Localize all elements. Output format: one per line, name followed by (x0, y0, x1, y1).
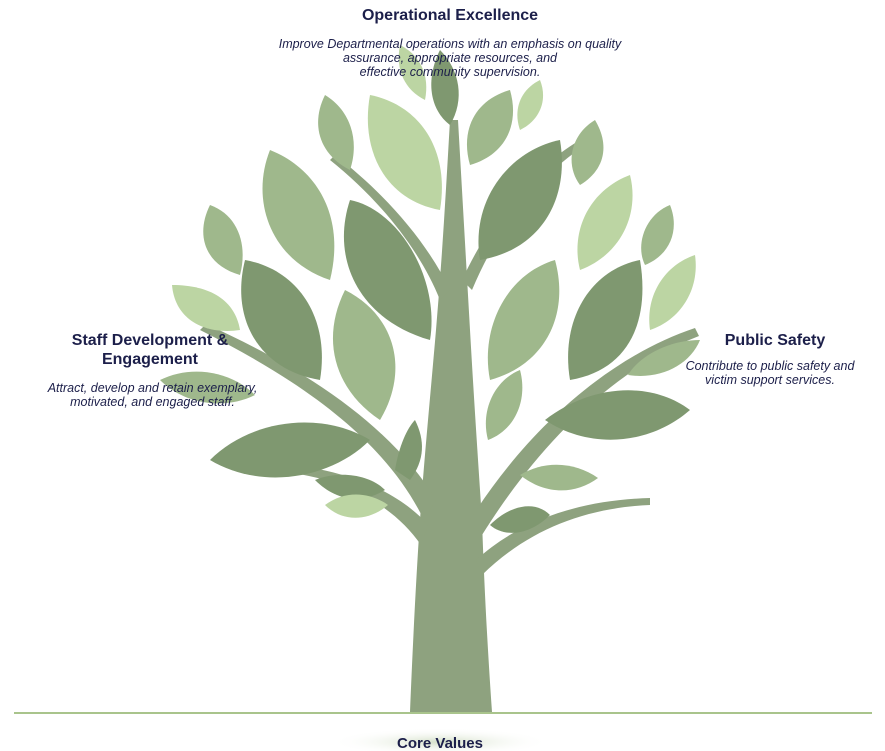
leaf (262, 150, 335, 280)
leaf (325, 494, 388, 518)
leaf (398, 45, 427, 100)
operational-excellence-title: Operational Excellence (361, 7, 539, 24)
leaf (577, 175, 633, 270)
leaves-light (172, 45, 696, 518)
leaf (641, 205, 674, 265)
operational-excellence-description: Improve Departmental operations with an … (200, 37, 700, 79)
leaf (395, 420, 422, 480)
leaf (490, 506, 550, 533)
leaf (520, 464, 598, 491)
leaf (241, 260, 322, 380)
description-line: Improve Departmental operations with an … (278, 37, 622, 51)
branch-right (470, 328, 699, 535)
branch-upper-right (462, 140, 584, 290)
description-line: victim support services. (705, 373, 835, 387)
title-line: Staff Development & (71, 332, 229, 349)
leaf (332, 290, 396, 420)
staff-development-title: Staff Development & Engagement (35, 331, 265, 369)
leaf (160, 371, 255, 404)
branch-right-lower (476, 498, 650, 575)
description-line: assurance, appropriate resources, and (342, 51, 557, 65)
branch-upper-left (330, 155, 450, 300)
leaf (210, 422, 370, 478)
leaf (318, 95, 354, 170)
root-glow (330, 728, 550, 751)
leaf (485, 370, 523, 440)
title-line: Engagement (101, 351, 198, 368)
leaf (487, 260, 560, 380)
core-values-title: Core Values (397, 735, 483, 751)
leaf (315, 474, 385, 499)
description-line: Contribute to public safety and (685, 359, 855, 373)
trunk (410, 120, 492, 712)
leaves-mid (160, 90, 700, 491)
leaf (517, 80, 544, 130)
leaf (628, 340, 700, 376)
leaf (431, 50, 459, 125)
public-safety-description: Contribute to public safety and victim s… (655, 359, 885, 387)
leaf (478, 140, 562, 260)
description-line: motivated, and engaged staff. (70, 395, 235, 409)
leaf (367, 95, 442, 210)
description-line: effective community supervision. (359, 65, 541, 79)
leaves-dark (210, 50, 690, 533)
leaf (343, 200, 432, 340)
leaf (571, 120, 604, 185)
leaf (172, 285, 240, 331)
description-line: Attract, develop and retain exemplary, (47, 381, 258, 395)
leaf (649, 255, 696, 330)
leaf (466, 90, 514, 165)
leaf (545, 390, 690, 440)
staff-development-description: Attract, develop and retain exemplary, m… (5, 381, 300, 409)
leaf (203, 205, 243, 275)
leaf (568, 260, 643, 380)
public-safety-title: Public Safety (724, 332, 826, 349)
